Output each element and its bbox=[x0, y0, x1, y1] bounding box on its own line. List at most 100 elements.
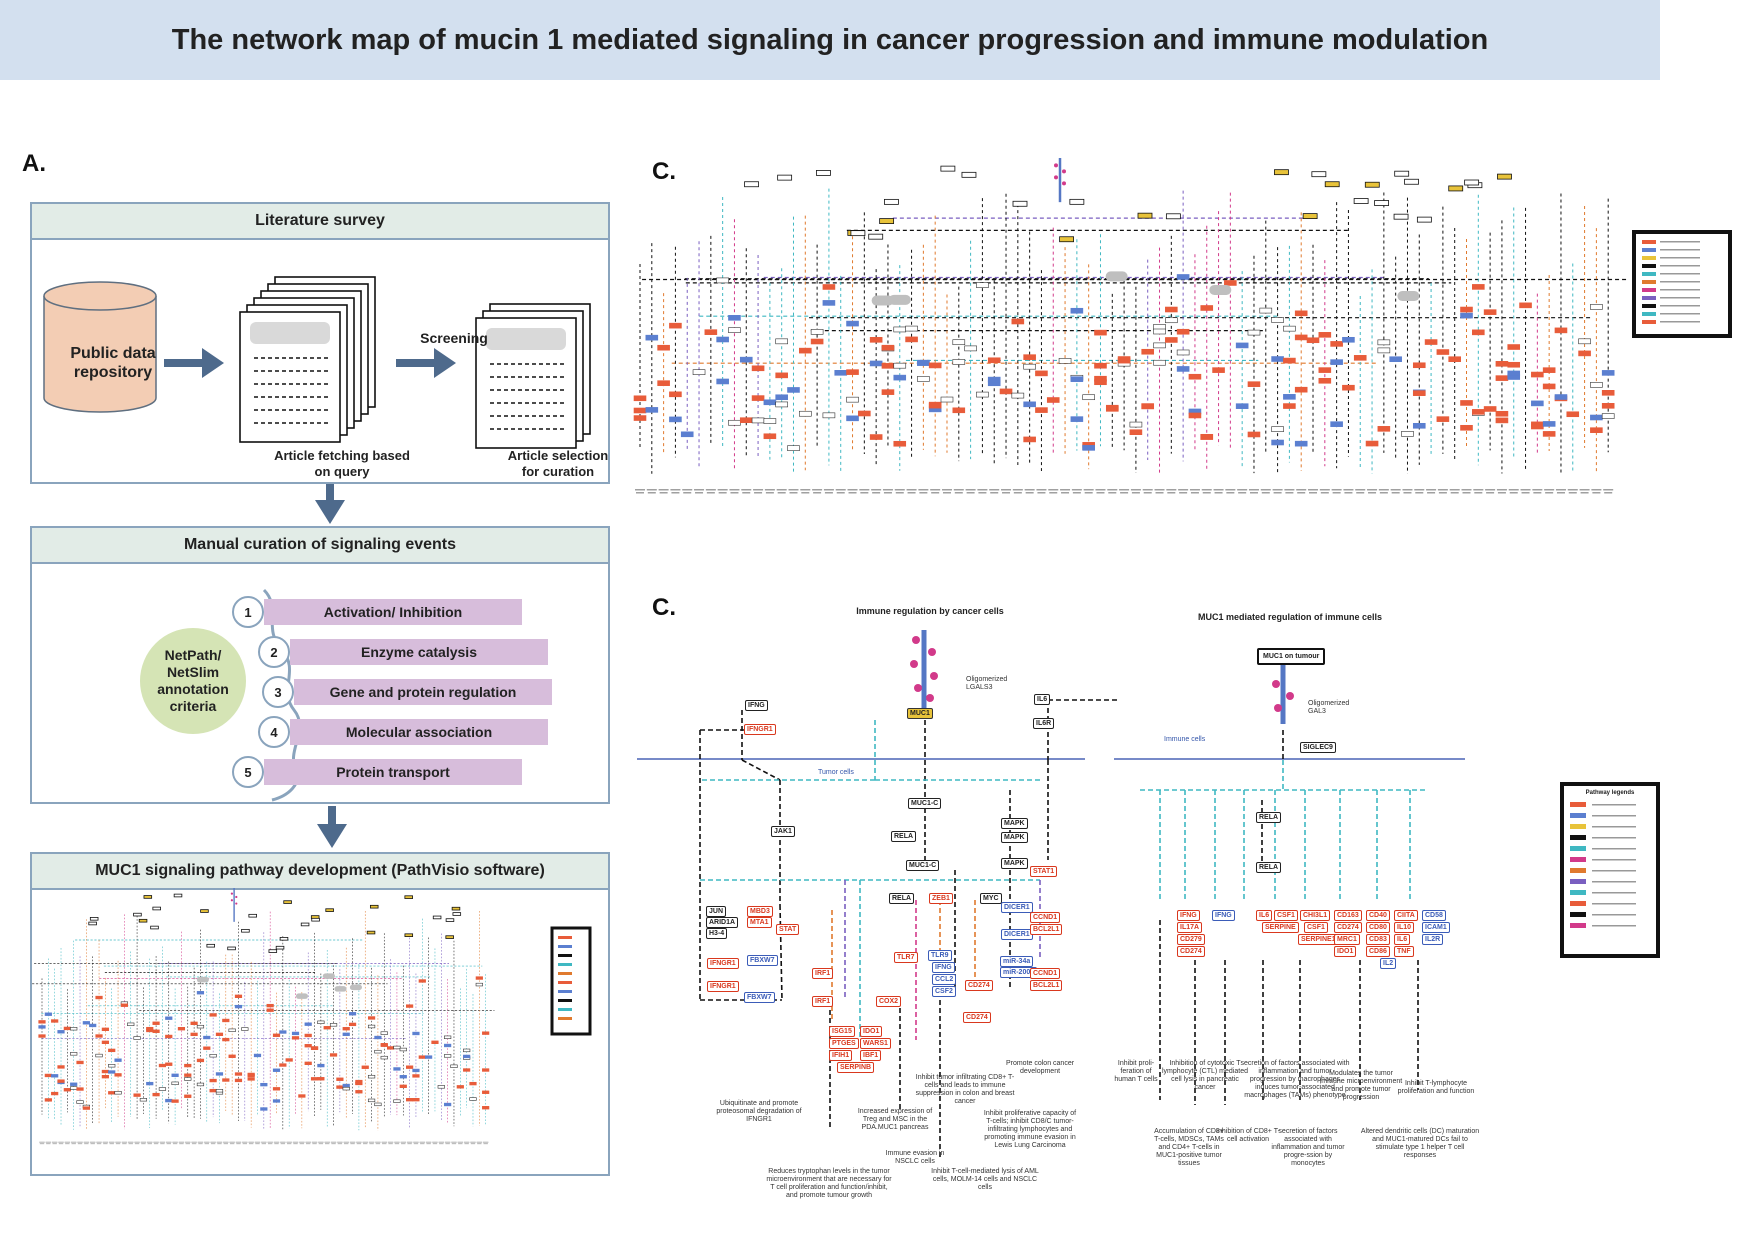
gene-node bbox=[1271, 439, 1284, 446]
gene-node bbox=[905, 336, 918, 343]
gene-node bbox=[1436, 416, 1450, 422]
outcome-text-stub bbox=[248, 1143, 254, 1145]
outcome-text-stub bbox=[1520, 489, 1531, 491]
database-cylinder-icon bbox=[43, 281, 157, 413]
legend-text-stub bbox=[1592, 815, 1636, 817]
gene-node bbox=[1342, 384, 1355, 391]
gene-node bbox=[1342, 336, 1355, 343]
outcome-text-stub bbox=[153, 1141, 159, 1143]
outcome-text-stub bbox=[646, 489, 657, 491]
legend-swatch bbox=[558, 1008, 572, 1011]
outcome-text-stub bbox=[1332, 492, 1341, 494]
outcome-text-stub bbox=[1025, 492, 1034, 494]
gene-node bbox=[101, 1074, 109, 1079]
gene-node bbox=[645, 334, 659, 341]
legend-swatches bbox=[1642, 240, 1700, 324]
gene-node bbox=[881, 363, 895, 369]
outcome-text-stub bbox=[350, 1143, 355, 1145]
gene-node bbox=[1460, 306, 1473, 313]
gene-node bbox=[89, 1023, 97, 1028]
gene-node bbox=[1566, 411, 1580, 418]
outcome-text-stub bbox=[39, 1143, 45, 1145]
glycan-icon bbox=[1274, 704, 1282, 712]
outcome-text-stub bbox=[311, 1141, 318, 1143]
gene-node bbox=[1531, 400, 1544, 407]
gene-node-fbxw7: FBXW7 bbox=[747, 955, 778, 966]
outcome-text-stub bbox=[451, 1143, 457, 1145]
network-legend-box bbox=[1632, 230, 1732, 338]
gene-node bbox=[444, 1102, 452, 1107]
gene-node-dicer1b: DICER1 bbox=[1001, 929, 1033, 940]
stacked-documents-icon bbox=[475, 303, 591, 449]
outcome-text-stub bbox=[349, 1141, 356, 1143]
gene-node bbox=[1389, 356, 1402, 363]
gene-node bbox=[1464, 179, 1480, 186]
gene-node bbox=[406, 1098, 414, 1102]
gene-node-wars1: WARS1 bbox=[860, 1038, 891, 1049]
gene-node bbox=[669, 416, 682, 423]
gene-node bbox=[165, 1098, 173, 1103]
glycan-icon bbox=[1054, 175, 1058, 180]
outcome-text-stub bbox=[413, 1143, 419, 1145]
gene-node bbox=[1436, 349, 1450, 355]
gene-node bbox=[89, 917, 99, 921]
gene-node bbox=[744, 181, 759, 188]
outcome-text-stub bbox=[1496, 489, 1507, 491]
outcome-text-stub bbox=[39, 1141, 45, 1143]
outcome-text-stub bbox=[413, 1141, 419, 1143]
outcome-text-stub bbox=[1178, 489, 1189, 491]
outcome-text-stub bbox=[1331, 489, 1342, 491]
gene-node bbox=[196, 1058, 205, 1063]
gene-node-serpine: SERPINE bbox=[1262, 922, 1299, 933]
outcome-text-stub bbox=[1509, 492, 1518, 494]
outcome-text-stub bbox=[835, 489, 846, 491]
gene-node bbox=[406, 1004, 414, 1008]
outcome-text-stub bbox=[918, 489, 929, 491]
gene-node-il10: IL10 bbox=[1394, 922, 1415, 933]
gene-node-ifng_r2: IFNG bbox=[1212, 910, 1235, 921]
legend-text-stub bbox=[1660, 241, 1700, 243]
gene-node bbox=[44, 1012, 52, 1016]
criterion-gene-protein-regulation: Gene and protein regulation bbox=[294, 679, 552, 705]
outcome-text-stub bbox=[46, 1143, 51, 1145]
outcome-text-stub bbox=[223, 1141, 229, 1143]
legend-swatch bbox=[1570, 802, 1586, 807]
pathway-edge bbox=[779, 904, 783, 1001]
outcome-text-stub bbox=[1083, 489, 1094, 491]
gene-node bbox=[348, 1022, 357, 1027]
gene-node bbox=[822, 284, 836, 290]
outcome-text-stub bbox=[1214, 492, 1223, 494]
gene-node bbox=[222, 1078, 230, 1082]
gene-node bbox=[1165, 213, 1181, 220]
gene-node bbox=[133, 1093, 141, 1097]
outcome-text-stub bbox=[1438, 492, 1447, 494]
gene-node bbox=[633, 407, 647, 414]
outcome-text-stub bbox=[671, 492, 680, 494]
gene-node bbox=[196, 1082, 205, 1087]
gene-node bbox=[209, 1078, 217, 1083]
legend-text-stub bbox=[1592, 914, 1636, 916]
repository-label: Public data repository bbox=[70, 345, 156, 381]
gene-node bbox=[247, 1077, 255, 1081]
outcome-text-stub bbox=[406, 1141, 413, 1143]
outcome-text-stub bbox=[1415, 492, 1424, 494]
gene-node-bcl2l1: BCL2L1 bbox=[1030, 924, 1063, 935]
gene-node bbox=[1330, 421, 1343, 427]
outcome-text-stub bbox=[102, 1141, 109, 1143]
outcome-text-stub bbox=[235, 1141, 242, 1143]
gene-node bbox=[227, 946, 236, 951]
outcome-text-stub bbox=[919, 492, 928, 494]
legend-text-stub bbox=[1592, 826, 1636, 828]
gene-node bbox=[304, 1044, 312, 1048]
outcome-text-stub bbox=[812, 489, 823, 491]
outcome-text-stub bbox=[883, 492, 892, 494]
gene-node bbox=[380, 1055, 388, 1060]
gene-node bbox=[1011, 392, 1025, 399]
panel-label-c-bottom: C. bbox=[652, 594, 676, 621]
gene-node bbox=[215, 1072, 224, 1076]
legend-text-stub bbox=[1660, 273, 1700, 275]
outcome-text-stub bbox=[318, 1143, 324, 1145]
gene-node bbox=[469, 1081, 477, 1086]
outcome-text-stub bbox=[280, 1141, 286, 1143]
gene-node bbox=[1448, 356, 1461, 362]
